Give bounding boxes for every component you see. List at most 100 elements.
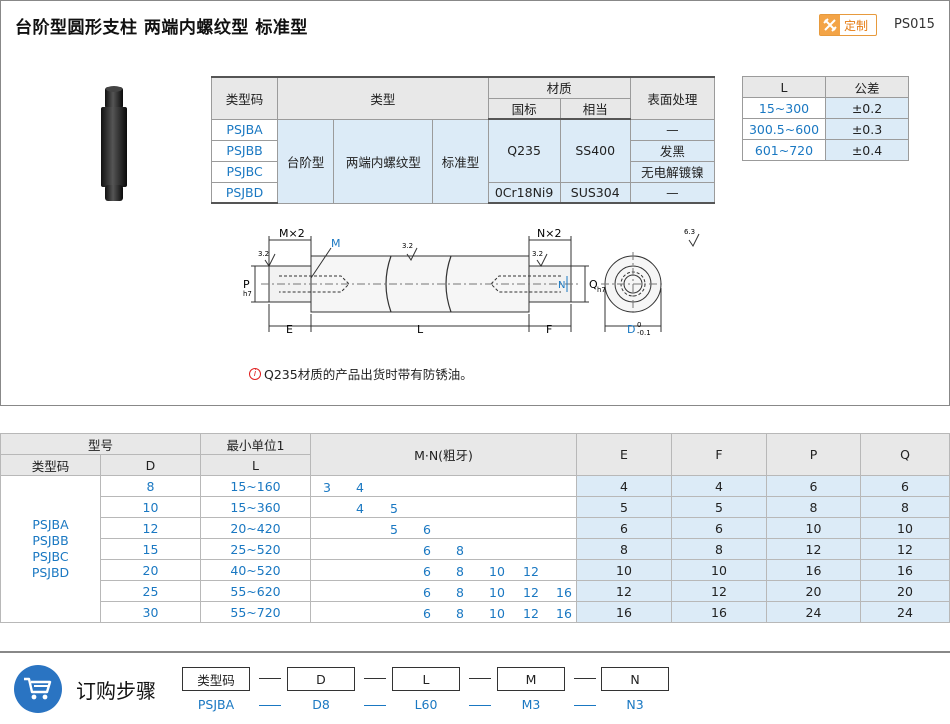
d-cell[interactable]: 8 xyxy=(100,475,201,497)
surface-cell: 无电解镀镍 xyxy=(629,160,716,183)
mn-value[interactable]: 5 xyxy=(390,501,398,516)
mn-value[interactable]: 6 xyxy=(423,606,431,621)
mn-value[interactable]: 10 xyxy=(489,564,505,579)
mn-header: M·N(粗牙) xyxy=(310,433,577,476)
mn-value[interactable]: 6 xyxy=(423,543,431,558)
mn-value[interactable]: 16 xyxy=(556,585,572,600)
d-cell[interactable]: 30 xyxy=(100,601,201,623)
type-code[interactable]: PSJBD xyxy=(210,181,279,204)
type-code[interactable]: PSJBC xyxy=(32,549,69,564)
f-cell: 12 xyxy=(671,580,767,602)
type-code[interactable]: PSJBA xyxy=(32,517,69,532)
q-cell: 24 xyxy=(860,601,950,623)
d-cell[interactable]: 25 xyxy=(100,580,201,602)
code-header: 类型码 xyxy=(0,454,101,476)
l-cell: 55~720 xyxy=(200,601,311,623)
d-cell[interactable]: 20 xyxy=(100,559,201,581)
mn-value[interactable]: 8 xyxy=(456,543,464,558)
order-title: 订购步骤 xyxy=(76,679,156,703)
mn-value[interactable]: 6 xyxy=(423,585,431,600)
mn-value[interactable]: 12 xyxy=(523,585,539,600)
d-cell[interactable]: 10 xyxy=(100,496,201,518)
roughness-label: 6.3 xyxy=(684,228,695,236)
mn-value[interactable]: 10 xyxy=(489,585,505,600)
cart-icon xyxy=(14,665,62,713)
d-cell[interactable]: 12 xyxy=(100,517,201,539)
order-step-value: N3 xyxy=(626,697,644,712)
f-cell: 10 xyxy=(671,559,767,581)
order-step-value: D8 xyxy=(312,697,330,712)
mn-value[interactable]: 8 xyxy=(456,585,464,600)
step-connector xyxy=(259,678,281,679)
col-type-header: 类型 xyxy=(277,76,489,120)
mn-value[interactable]: 12 xyxy=(523,564,539,579)
mn-cell: 6 8 10 12 16 xyxy=(310,580,577,602)
l-cell: 25~520 xyxy=(200,538,311,560)
p-cell: 8 xyxy=(766,496,861,518)
p-cell: 10 xyxy=(766,517,861,539)
tol-value-cell: ±0.4 xyxy=(825,139,909,161)
dim-d-tol-low: -0.1 xyxy=(637,329,651,337)
tol-l-cell: 601~720 xyxy=(742,139,826,161)
type-code[interactable]: PSJBB xyxy=(32,533,69,548)
q-cell: 8 xyxy=(860,496,950,518)
p-cell: 16 xyxy=(766,559,861,581)
e-cell: 10 xyxy=(576,559,672,581)
product-image xyxy=(101,86,127,201)
f-cell: 8 xyxy=(671,538,767,560)
d-cell[interactable]: 15 xyxy=(100,538,201,560)
f-cell: 5 xyxy=(671,496,767,518)
q-cell: 6 xyxy=(860,475,950,497)
q-cell: 16 xyxy=(860,559,950,581)
type-code[interactable]: PSJBD xyxy=(31,565,70,580)
f-cell: 6 xyxy=(671,517,767,539)
col-equivalent-header: 相当 xyxy=(559,97,631,120)
col-l-header: L xyxy=(742,76,826,98)
type-cell: 两端内螺纹型 xyxy=(333,118,434,204)
mn-value[interactable]: 8 xyxy=(456,606,464,621)
q-header: Q xyxy=(860,433,950,476)
dim-mx2: M×2 xyxy=(279,227,305,240)
note-text: Q235材质的产品出货时带有防锈油。 xyxy=(264,367,473,382)
mn-value[interactable]: 3 xyxy=(323,480,331,495)
tol-l-cell: 300.5~600 xyxy=(742,118,826,140)
e-cell: 5 xyxy=(576,496,672,518)
info-icon: i xyxy=(249,367,261,380)
f-cell: 4 xyxy=(671,475,767,497)
f-header: F xyxy=(671,433,767,476)
order-step-value: L60 xyxy=(414,697,438,712)
order-step-box: D xyxy=(287,667,355,691)
mn-value[interactable]: 4 xyxy=(356,501,364,516)
type-code[interactable]: PSJBB xyxy=(210,139,279,162)
material-table: 类型码 类型 材质 表面处理 国标 相当 PSJBA 台阶型 两端内螺纹型 标准… xyxy=(210,76,716,204)
mn-value[interactable]: 6 xyxy=(423,522,431,537)
mn-value[interactable]: 10 xyxy=(489,606,505,621)
order-step-box: 类型码 xyxy=(182,667,250,691)
material-cell: 0Cr18Ni9 xyxy=(487,181,561,204)
custom-button[interactable]: 定制 xyxy=(819,14,877,36)
mn-value[interactable]: 12 xyxy=(523,606,539,621)
roughness-label: 3.2 xyxy=(258,250,269,258)
technical-drawing: M×2 M N×2 N P h7 Q h7 E L F D 0 -0.1 3.2… xyxy=(243,227,700,337)
order-step-value: PSJBA xyxy=(197,697,235,712)
mn-value[interactable]: 8 xyxy=(456,564,464,579)
type-code[interactable]: PSJBC xyxy=(210,160,279,183)
step-connector xyxy=(364,678,386,679)
mn-value[interactable]: 5 xyxy=(390,522,398,537)
mn-value[interactable]: 6 xyxy=(423,564,431,579)
dim-m: M xyxy=(331,237,341,250)
type-code[interactable]: PSJBA xyxy=(210,118,279,141)
dim-n: N xyxy=(558,280,565,291)
dim-nx2: N×2 xyxy=(537,227,561,240)
dim-l: L xyxy=(417,323,424,336)
l-header: L xyxy=(200,454,311,476)
mn-value[interactable]: 4 xyxy=(356,480,364,495)
dim-e: E xyxy=(286,323,293,336)
tol-l-cell: 15~300 xyxy=(742,97,826,119)
mn-value[interactable]: 16 xyxy=(556,606,572,621)
